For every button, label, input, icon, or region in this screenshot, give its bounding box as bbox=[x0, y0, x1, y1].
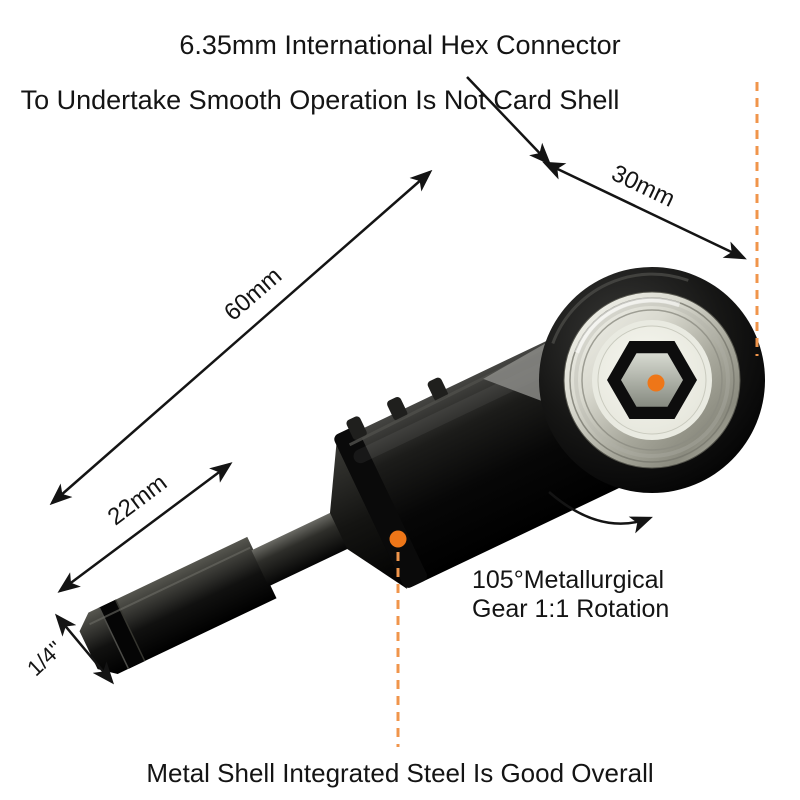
label-60mm: 60mm bbox=[219, 262, 287, 326]
label-22mm: 22mm bbox=[103, 469, 173, 531]
title-hex-connector: 6.35mm International Hex Connector bbox=[179, 30, 620, 60]
rotation-note-line1: 105°Metallurgical bbox=[472, 566, 664, 594]
dimension-arrow-30mm bbox=[542, 161, 747, 260]
body-reflection-wedge bbox=[483, 338, 554, 402]
bearing-track bbox=[574, 302, 730, 458]
rotation-arc bbox=[548, 491, 653, 534]
dimension-arrow-22mm bbox=[57, 462, 233, 593]
subtitle-smooth-operation: To Undertake Smooth Operation Is Not Car… bbox=[21, 85, 620, 115]
bottom-caption: Metal Shell Integrated Steel Is Good Ove… bbox=[146, 758, 653, 788]
callout-annotations bbox=[389, 82, 759, 747]
callout-dot-hex-socket bbox=[647, 374, 665, 392]
dimension-arrow-60mm bbox=[49, 169, 433, 506]
bearing-sheen bbox=[574, 297, 681, 354]
label-quarter-inch: 1/4'' bbox=[22, 636, 68, 681]
drill-adapter bbox=[79, 267, 765, 674]
head-rim-highlight bbox=[551, 272, 689, 345]
callout-dot-metal-shell bbox=[389, 530, 407, 548]
connector-rod bbox=[251, 511, 350, 587]
dimension-annotations bbox=[49, 76, 747, 685]
dimension-arrow-quarter-inch bbox=[54, 613, 115, 685]
text-labels: 6.35mm International Hex Connector To Un… bbox=[21, 30, 680, 788]
label-30mm: 30mm bbox=[607, 160, 679, 213]
grip-rib bbox=[427, 377, 449, 402]
rotation-note-line2: Gear 1:1 Rotation bbox=[472, 595, 669, 623]
bearing-groove-inner bbox=[581, 309, 723, 451]
pointer-arrow-hex-connector bbox=[466, 76, 552, 166]
